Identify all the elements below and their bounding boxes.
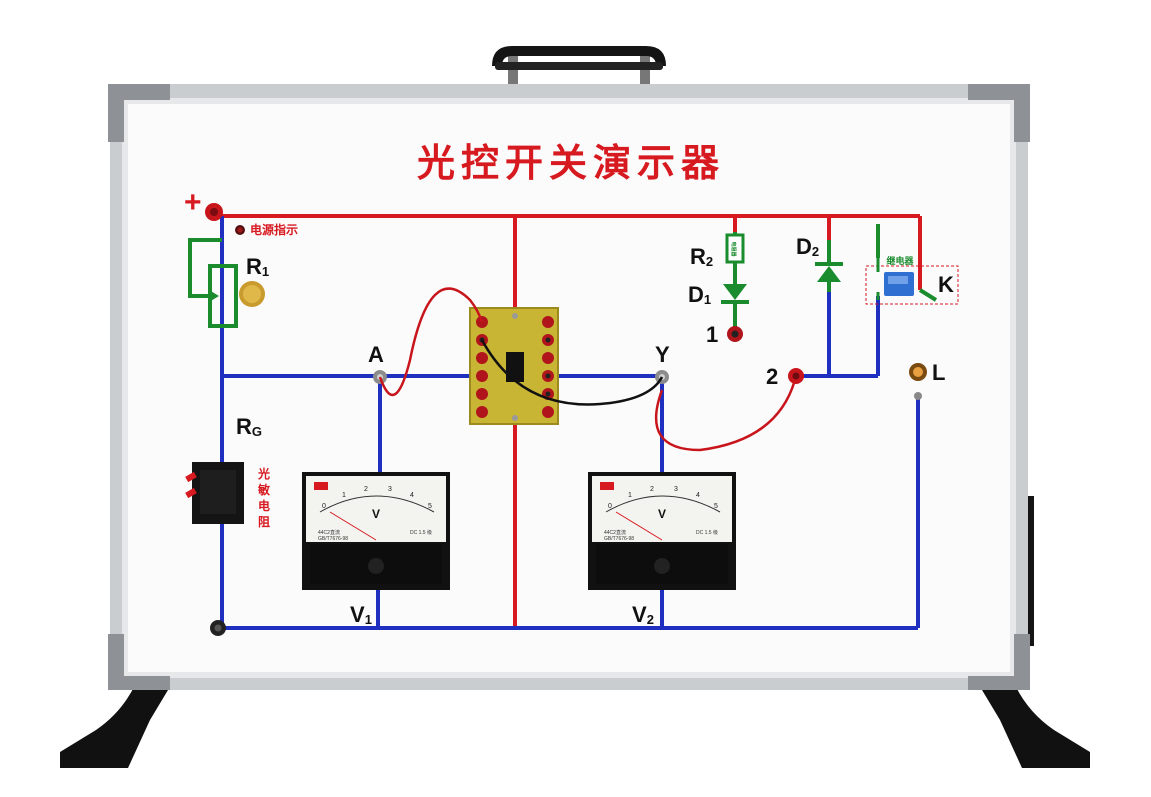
diode-d1 bbox=[721, 284, 749, 304]
v2-tick-0: 0 bbox=[608, 503, 612, 510]
v1-tick-5: 5 bbox=[428, 503, 432, 510]
v2-label: V2 bbox=[632, 602, 654, 627]
v1-class: DC 1.5 级 bbox=[410, 529, 432, 536]
ground-terminal[interactable] bbox=[210, 620, 226, 636]
v2-tick-1: 1 bbox=[628, 492, 632, 499]
voltmeter-v1-scale: 0 1 2 3 4 5 bbox=[322, 486, 432, 510]
v2-tick-3: 3 bbox=[674, 486, 678, 493]
v1-tick-3: 3 bbox=[388, 486, 392, 493]
r1-label: R1 bbox=[246, 254, 269, 279]
relay-label: 继电器 bbox=[886, 255, 914, 267]
v1-tick-1: 1 bbox=[342, 492, 346, 499]
voltmeter-v2-scale: 0 1 2 3 4 5 bbox=[608, 486, 718, 510]
carry-handle bbox=[492, 46, 666, 85]
terminal-2[interactable] bbox=[788, 368, 804, 384]
board-title: 光控开关演示器 bbox=[417, 141, 725, 185]
positive-sign: + bbox=[184, 186, 202, 219]
v1-tick-4: 4 bbox=[410, 492, 414, 499]
photoresistor-label: 光 敏 电 阻 bbox=[257, 466, 271, 529]
red-patch-lead-2 bbox=[654, 375, 798, 452]
terminal-2-label: 2 bbox=[766, 364, 778, 389]
v1-standard: GB/T7676-98 bbox=[318, 536, 348, 542]
lamp-l bbox=[909, 363, 927, 400]
point-a-label: A bbox=[368, 342, 384, 367]
photoresistor-char-3: 电 bbox=[258, 498, 270, 513]
whiteboard-frame bbox=[108, 84, 1030, 690]
resistor-r2-marking: 电阻器 bbox=[730, 241, 737, 257]
positive-terminal[interactable] bbox=[205, 203, 223, 221]
voltmeter-v2-unit: V bbox=[658, 507, 666, 521]
photoresistor-char-4: 阻 bbox=[258, 514, 270, 529]
green-wiring bbox=[733, 224, 938, 330]
v2-tick-2: 2 bbox=[650, 486, 654, 493]
relay bbox=[865, 258, 959, 305]
power-indicator-led bbox=[235, 225, 245, 235]
d2-label: D2 bbox=[796, 234, 819, 259]
voltmeter-v2 bbox=[588, 472, 736, 590]
r2-label: R2 bbox=[690, 244, 713, 269]
v1-tick-2: 2 bbox=[364, 486, 368, 493]
voltmeter-v1 bbox=[302, 472, 450, 590]
terminal-1-label: 1 bbox=[706, 322, 718, 347]
voltmeter-v1-unit: V bbox=[372, 507, 380, 521]
black-patch-lead-y bbox=[480, 339, 664, 406]
terminal-1[interactable] bbox=[727, 326, 743, 342]
v1-tick-0: 0 bbox=[322, 503, 326, 510]
v2-tick-4: 4 bbox=[696, 492, 700, 499]
red-patch-lead-a bbox=[378, 287, 484, 397]
photoresistor-module bbox=[185, 462, 244, 524]
l-label: L bbox=[932, 360, 945, 385]
logic-ic-board bbox=[469, 307, 559, 425]
point-y-label: Y bbox=[655, 342, 670, 367]
photoresistor-char-1: 光 bbox=[257, 466, 270, 481]
v2-standard: GB/T7676-98 bbox=[604, 536, 634, 542]
rg-label: RG bbox=[236, 414, 262, 439]
v2-model: 44C2直流 bbox=[604, 529, 626, 536]
diode-d2 bbox=[815, 262, 843, 282]
power-indicator-label: 电源指示 bbox=[250, 222, 298, 237]
resistor-r2: 电阻器 bbox=[725, 233, 745, 264]
v1-label: V1 bbox=[350, 602, 372, 627]
photoresistor-char-2: 敏 bbox=[257, 482, 271, 497]
v1-model: 44C2直流 bbox=[318, 529, 340, 536]
v2-class: DC 1.5 级 bbox=[696, 529, 718, 536]
v2-tick-5: 5 bbox=[714, 503, 718, 510]
r1-knob[interactable] bbox=[239, 281, 265, 307]
r1-potentiometer-symbol bbox=[188, 238, 238, 328]
k-label: K bbox=[938, 272, 954, 297]
d1-label: D1 bbox=[688, 282, 711, 307]
